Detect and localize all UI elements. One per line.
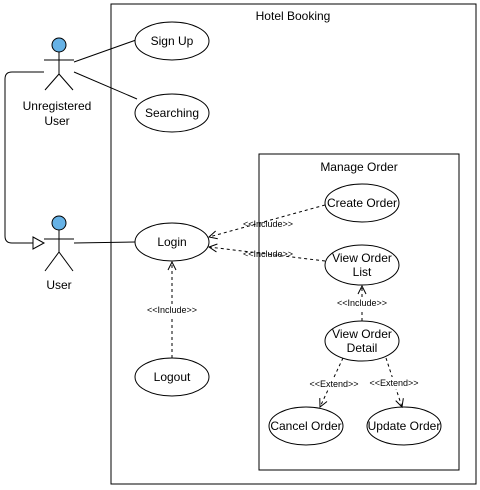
use-case-label-line2: List [353, 265, 372, 279]
include-label: <<Include>> [243, 219, 293, 229]
include-label: <<Include>> [147, 305, 197, 315]
use-case-label: Searching [145, 106, 199, 120]
actor-label-line1: Unregistered [23, 99, 92, 113]
include-label: <<Include>> [243, 249, 293, 259]
generalization-arrow [4, 71, 46, 250]
extend-label: <<Extend>> [309, 379, 358, 389]
use-case-label: Logout [154, 370, 191, 384]
use-case-cancel-order[interactable]: Cancel Order [268, 406, 344, 446]
actor-head [51, 37, 67, 53]
use-case-sign-up[interactable]: Sign Up [134, 21, 210, 61]
use-case-view-order-detail[interactable]: View Order Detail [324, 320, 400, 362]
actor-unregistered-user[interactable]: Unregistered User [23, 37, 92, 128]
actor-label-line2: User [44, 114, 69, 128]
use-case-label-line1: View Order [332, 251, 392, 265]
actor-label: User [46, 278, 71, 292]
association-searching [73, 71, 138, 100]
use-case-update-order[interactable]: Update Order [366, 406, 442, 446]
use-case-label: Login [157, 235, 186, 249]
use-case-label-line2: Detail [347, 341, 378, 355]
use-case-label: Sign Up [151, 34, 194, 48]
use-case-label: Cancel Order [270, 419, 341, 433]
use-case-logout[interactable]: Logout [134, 357, 210, 397]
system-boundary: Hotel Booking [110, 3, 477, 485]
use-case-searching[interactable]: Searching [134, 93, 210, 133]
association-login [73, 241, 136, 244]
manage-order-package: Manage Order [258, 153, 460, 471]
actor-head [51, 215, 67, 231]
package-title: Manage Order [320, 160, 397, 174]
use-case-login[interactable]: Login [134, 222, 210, 262]
actor-user[interactable]: User [44, 215, 74, 292]
use-case-label-line1: View Order [332, 327, 392, 341]
extend-label: <<Extend>> [369, 378, 418, 388]
include-create-order-login [209, 204, 326, 237]
use-case-create-order[interactable]: Create Order [324, 183, 400, 223]
use-case-label: Update Order [368, 419, 441, 433]
use-case-view-order-list[interactable]: View Order List [324, 244, 400, 286]
association-signup [73, 39, 137, 63]
include-view-list-login [209, 247, 326, 262]
system-title: Hotel Booking [256, 9, 331, 23]
use-case-label: Create Order [327, 196, 397, 210]
include-label: <<Include>> [337, 298, 387, 308]
